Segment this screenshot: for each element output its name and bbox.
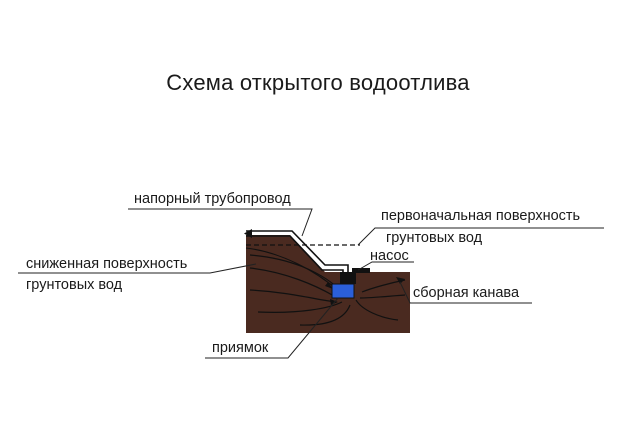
label-collection-ditch: сборная канава: [413, 285, 520, 301]
label-sump: приямок: [212, 340, 269, 356]
pipeline-outlet-arrow: [244, 229, 252, 238]
sump-water: [331, 283, 355, 299]
pump-icon: [340, 268, 370, 284]
leader-lines: [18, 208, 604, 359]
label-lowered-surface-line1: сниженная поверхность: [26, 256, 188, 272]
label-initial-surface-line2: грунтовых вод: [386, 230, 483, 246]
label-lowered-surface-line2: грунтовых вод: [26, 277, 123, 293]
label-initial-surface-line1: первоначальная поверхность: [381, 208, 581, 224]
label-pump: насос: [370, 248, 409, 264]
diagram-title: Схема открытого водоотлива: [166, 70, 470, 95]
label-pressure-pipeline: напорный трубопровод: [134, 191, 291, 207]
